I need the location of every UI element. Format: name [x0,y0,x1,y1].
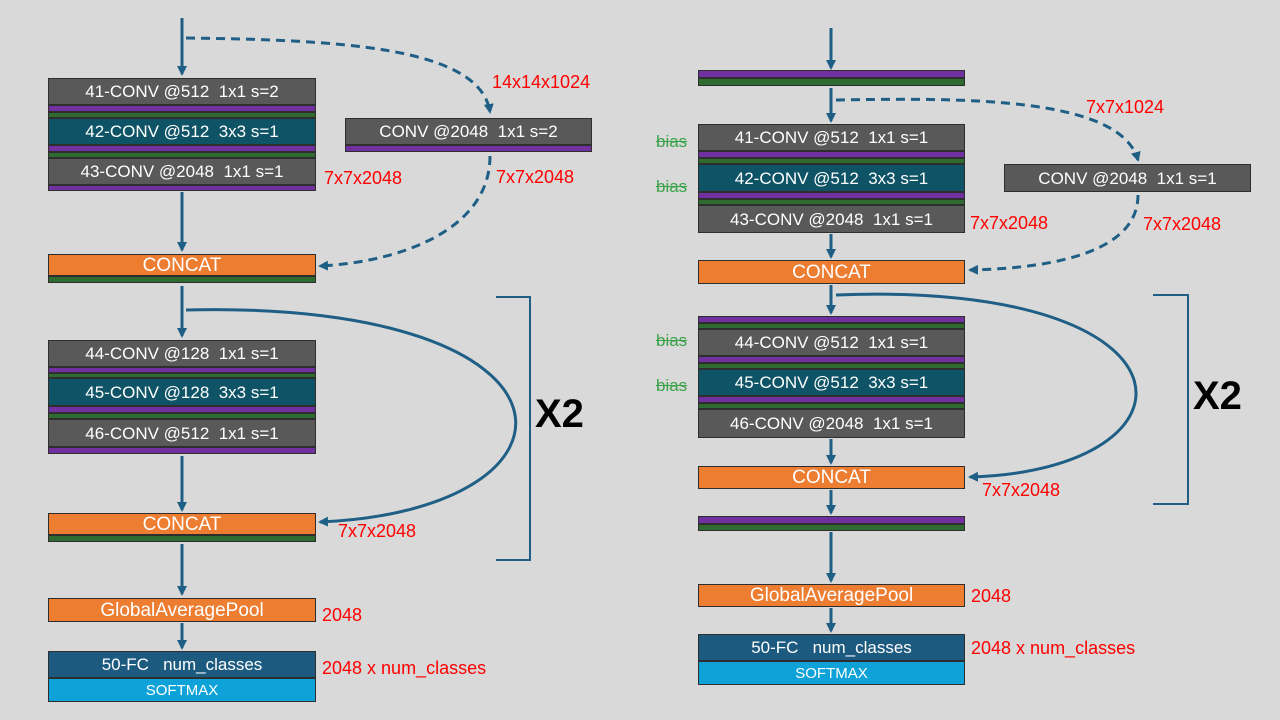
right-output-green-bar [698,524,965,531]
right-conv41-block: 41-CONV @512 1x1 s=1 [698,124,965,151]
arrow-right-shortcut-to-concat [968,194,1140,275]
bracket-right [1153,294,1189,505]
right-bias41-label: bias [656,132,688,151]
right-concat2-block: CONCAT [698,466,965,489]
right-purple-bar [698,396,965,403]
right-conv44-block: 44-CONV @512 1x1 s=1 [698,329,965,356]
right-green-bar [698,403,965,409]
left-main-output-shape-label: 7x7x2048 [324,168,403,188]
left-purple-bar [48,185,316,191]
left-green-bar [48,373,316,378]
right-purple-bar [698,192,965,199]
left-concat1-block: CONCAT [48,254,316,276]
right-bias44-label: bias [656,331,688,350]
bracket-left [496,296,531,561]
left-input-shape-label: 14x14x1024 [492,72,591,92]
left-fc-block: 50-FC num_classes [48,651,316,678]
left-green-bar [48,276,316,283]
arrow-left-skip-curve [185,308,518,527]
right-main-output-shape-label: 7x7x2048 [970,213,1049,233]
arrow-left-shortcut-to-conv [185,36,494,114]
left-purple-bar [48,367,316,373]
left-green-bar [48,112,316,118]
right-green-bar [698,158,965,164]
right-output-purple-bar [698,516,965,524]
right-purple-bar [698,151,965,158]
right-green-bar [698,199,965,205]
right-conv42-block: 42-CONV @512 3x3 s=1 [698,164,965,192]
right-purple-bar [698,316,965,323]
left-softmax-block: SOFTMAX [48,678,316,702]
left-concat2-shape-label: 7x7x2048 [338,521,417,541]
right-green-bar [698,363,965,369]
left-shortcut-conv-block: CONV @2048 1x1 s=2 [345,118,592,145]
right-green-bar [698,323,965,329]
right-input-purple-bar [698,70,965,78]
left-conv41-block: 41-CONV @512 1x1 s=2 [48,78,316,105]
right-input-shape-label: 7x7x1024 [1086,97,1165,117]
right-fc-shape-label: 2048 x num_classes [971,638,1136,658]
left-purple-bar [48,447,316,454]
left-conv42-block: 42-CONV @512 3x3 s=1 [48,118,316,145]
right-gap-block: GlobalAveragePool [698,584,965,607]
right-bias45-label: bias [656,376,688,395]
left-purple-bar [345,145,592,152]
right-purple-bar [698,356,965,363]
right-shortcut-conv-block: CONV @2048 1x1 s=1 [1004,164,1251,192]
right-gap-shape-label: 2048 [971,586,1012,606]
left-green-bar [48,152,316,158]
left-conv43-block: 43-CONV @2048 1x1 s=1 [48,158,316,185]
left-fc-shape-label: 2048 x num_classes [322,658,487,678]
right-conv43-block: 43-CONV @2048 1x1 s=1 [698,205,965,233]
left-purple-bar [48,105,316,112]
left-repeat-label: X2 [535,392,584,436]
right-concat1-block: CONCAT [698,260,965,284]
left-conv44-block: 44-CONV @128 1x1 s=1 [48,340,316,367]
arrow-right-shortcut-to-conv [835,97,1141,162]
left-gap-block: GlobalAveragePool [48,598,316,622]
right-bias42-label: bias [656,177,688,196]
left-conv46-block: 46-CONV @512 1x1 s=1 [48,419,316,447]
left-purple-bar [48,145,316,152]
right-conv45-block: 45-CONV @512 3x3 s=1 [698,369,965,396]
left-purple-bar [48,406,316,413]
right-input-green-bar [698,78,965,86]
right-repeat-label: X2 [1193,374,1242,418]
right-shortcut-output-shape-label: 7x7x2048 [1143,214,1222,234]
left-gap-shape-label: 2048 [322,605,363,625]
left-conv45-block: 45-CONV @128 3x3 s=1 [48,378,316,406]
left-green-bar [48,413,316,419]
right-fc-block: 50-FC num_classes [698,634,965,661]
arrow-right-skip-curve [835,292,1138,482]
right-softmax-block: SOFTMAX [698,661,965,685]
left-concat2-block: CONCAT [48,513,316,535]
right-concat2-shape-label: 7x7x2048 [982,480,1061,500]
right-conv46-block: 46-CONV @2048 1x1 s=1 [698,409,965,438]
left-shortcut-output-shape-label: 7x7x2048 [496,167,575,187]
left-green-bar [48,535,316,542]
